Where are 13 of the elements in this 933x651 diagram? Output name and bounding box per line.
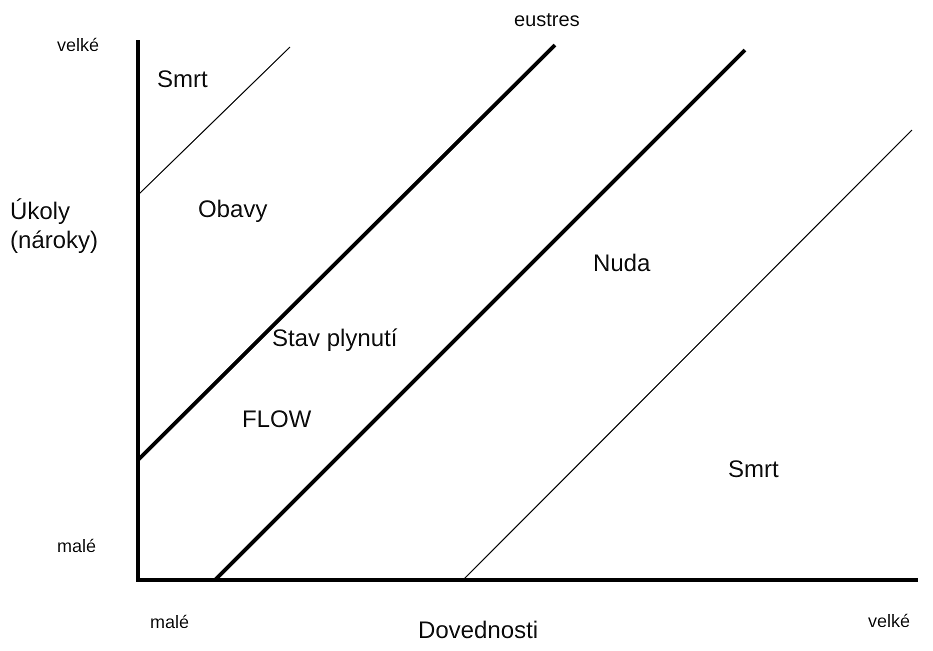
axis-tick-label: velké [868,611,910,633]
region-label: Stav plynutí [272,325,398,354]
region-label: Obavy [198,196,268,225]
region-label: FLOW [242,406,312,435]
region-label: Smrt [728,456,779,485]
region-label: Smrt [157,66,208,95]
region-label: Nuda [593,250,650,279]
axis-title: Dovednosti [418,617,538,646]
axis-tick-label: velké [57,35,100,57]
axis-title: Úkoly (nároky) [10,198,100,256]
axis-tick-label: malé [57,536,96,558]
axis-label: eustres [514,8,580,32]
axis-tick-label: malé [150,612,190,634]
